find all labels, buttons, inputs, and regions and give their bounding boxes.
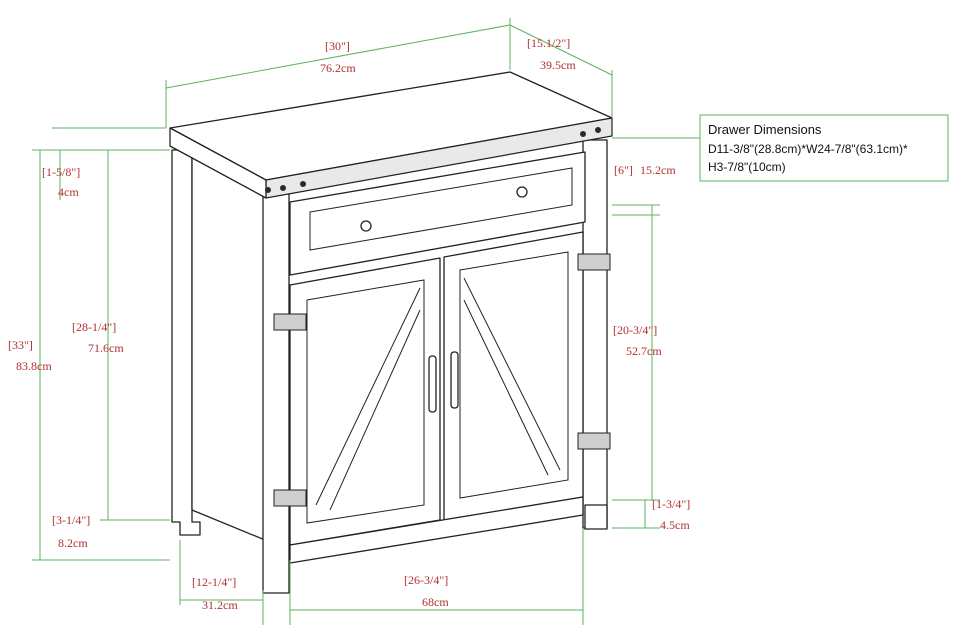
depth-cm-label: 39.5cm: [540, 58, 576, 72]
cabinet-top-side-edge: [169, 127, 267, 199]
bolt-icon: [280, 185, 286, 191]
bottom-gap-cm-label: 4.5cm: [660, 518, 690, 532]
drawer-height-cm-label: 15.2cm: [640, 163, 676, 177]
bolt-icon: [300, 181, 306, 187]
left-door-panel: [306, 279, 425, 524]
hinge-icon: [577, 432, 611, 450]
dimension-lines: [32, 18, 680, 625]
hinge-icon: [273, 489, 307, 507]
side-depth-inch-label: [12-1/4"]: [192, 575, 236, 589]
drawer-note-title: Drawer Dimensions: [708, 122, 822, 137]
inner-width-inch-label: [26-3/4"]: [404, 573, 448, 587]
cabinet-illustration: [169, 71, 613, 594]
bolt-icon: [265, 187, 271, 193]
bolt-icon: [580, 131, 586, 137]
inner-width-cm-label: 68cm: [422, 595, 449, 609]
body-height-cm-label: 71.6cm: [88, 341, 124, 355]
total-height-inch-label: [33"]: [8, 338, 33, 352]
drawer-note-line-1: D11-3/8"(28.8cm)*W24-7/8"(63.1cm)*: [708, 142, 908, 156]
bottom-gap-inch-label: [1-3/4"]: [652, 497, 690, 511]
top-thickness-inch-label: [1-5/8"]: [42, 165, 80, 179]
drawer-height-inch-label: [6"]: [614, 163, 633, 177]
drawer-front: [289, 151, 586, 276]
cabinet-front-right-post: [582, 139, 608, 529]
width-inch-label: [30"]: [325, 39, 350, 53]
body-height-inch-label: [28-1/4"]: [72, 320, 116, 334]
depth-inch-label: [15.1/2"]: [527, 36, 570, 50]
cabinet-front-right-leg: [584, 504, 608, 530]
cabinet-bottom-rail: [289, 496, 584, 564]
left-door-brace-edge: [329, 309, 421, 511]
drawer-panel: [309, 167, 573, 251]
drawer-note-line-2: H3-7/8"(10cm): [708, 160, 786, 174]
width-cm-label: 76.2cm: [320, 61, 356, 75]
side-depth-cm-label: 31.2cm: [202, 598, 238, 612]
bolt-icon: [595, 127, 601, 133]
door-height-cm-label: 52.7cm: [626, 344, 662, 358]
drawer-dimensions-note: Drawer Dimensions D11-3/8"(28.8cm)*W24-7…: [680, 114, 949, 182]
left-door-handle: [428, 355, 437, 413]
hinge-icon: [273, 313, 307, 331]
left-door-brace: [315, 287, 421, 506]
drawer-knob-left: [360, 220, 372, 232]
drawer-knob-right: [516, 186, 528, 198]
right-door-panel: [459, 251, 569, 499]
hinge-icon: [577, 253, 611, 271]
leg-height-inch-label: [3-1/4"]: [52, 513, 90, 527]
left-door: [289, 257, 441, 546]
total-height-cm-label: 83.8cm: [16, 359, 52, 373]
right-door-brace: [463, 277, 561, 471]
leg-height-cm-label: 8.2cm: [58, 536, 88, 550]
top-thickness-cm-label: 4cm: [58, 185, 79, 199]
cabinet-side-panel: [191, 149, 266, 541]
dimension-labels: [30"] 76.2cm [15.1/2"] 39.5cm [1-5/8"] 4…: [8, 36, 690, 612]
cabinet-front-left-post: [262, 187, 290, 594]
right-door-handle: [450, 351, 459, 409]
right-door-brace-edge: [463, 299, 549, 476]
drawer-note-box: [699, 114, 949, 182]
door-height-inch-label: [20-3/4"]: [613, 323, 657, 337]
